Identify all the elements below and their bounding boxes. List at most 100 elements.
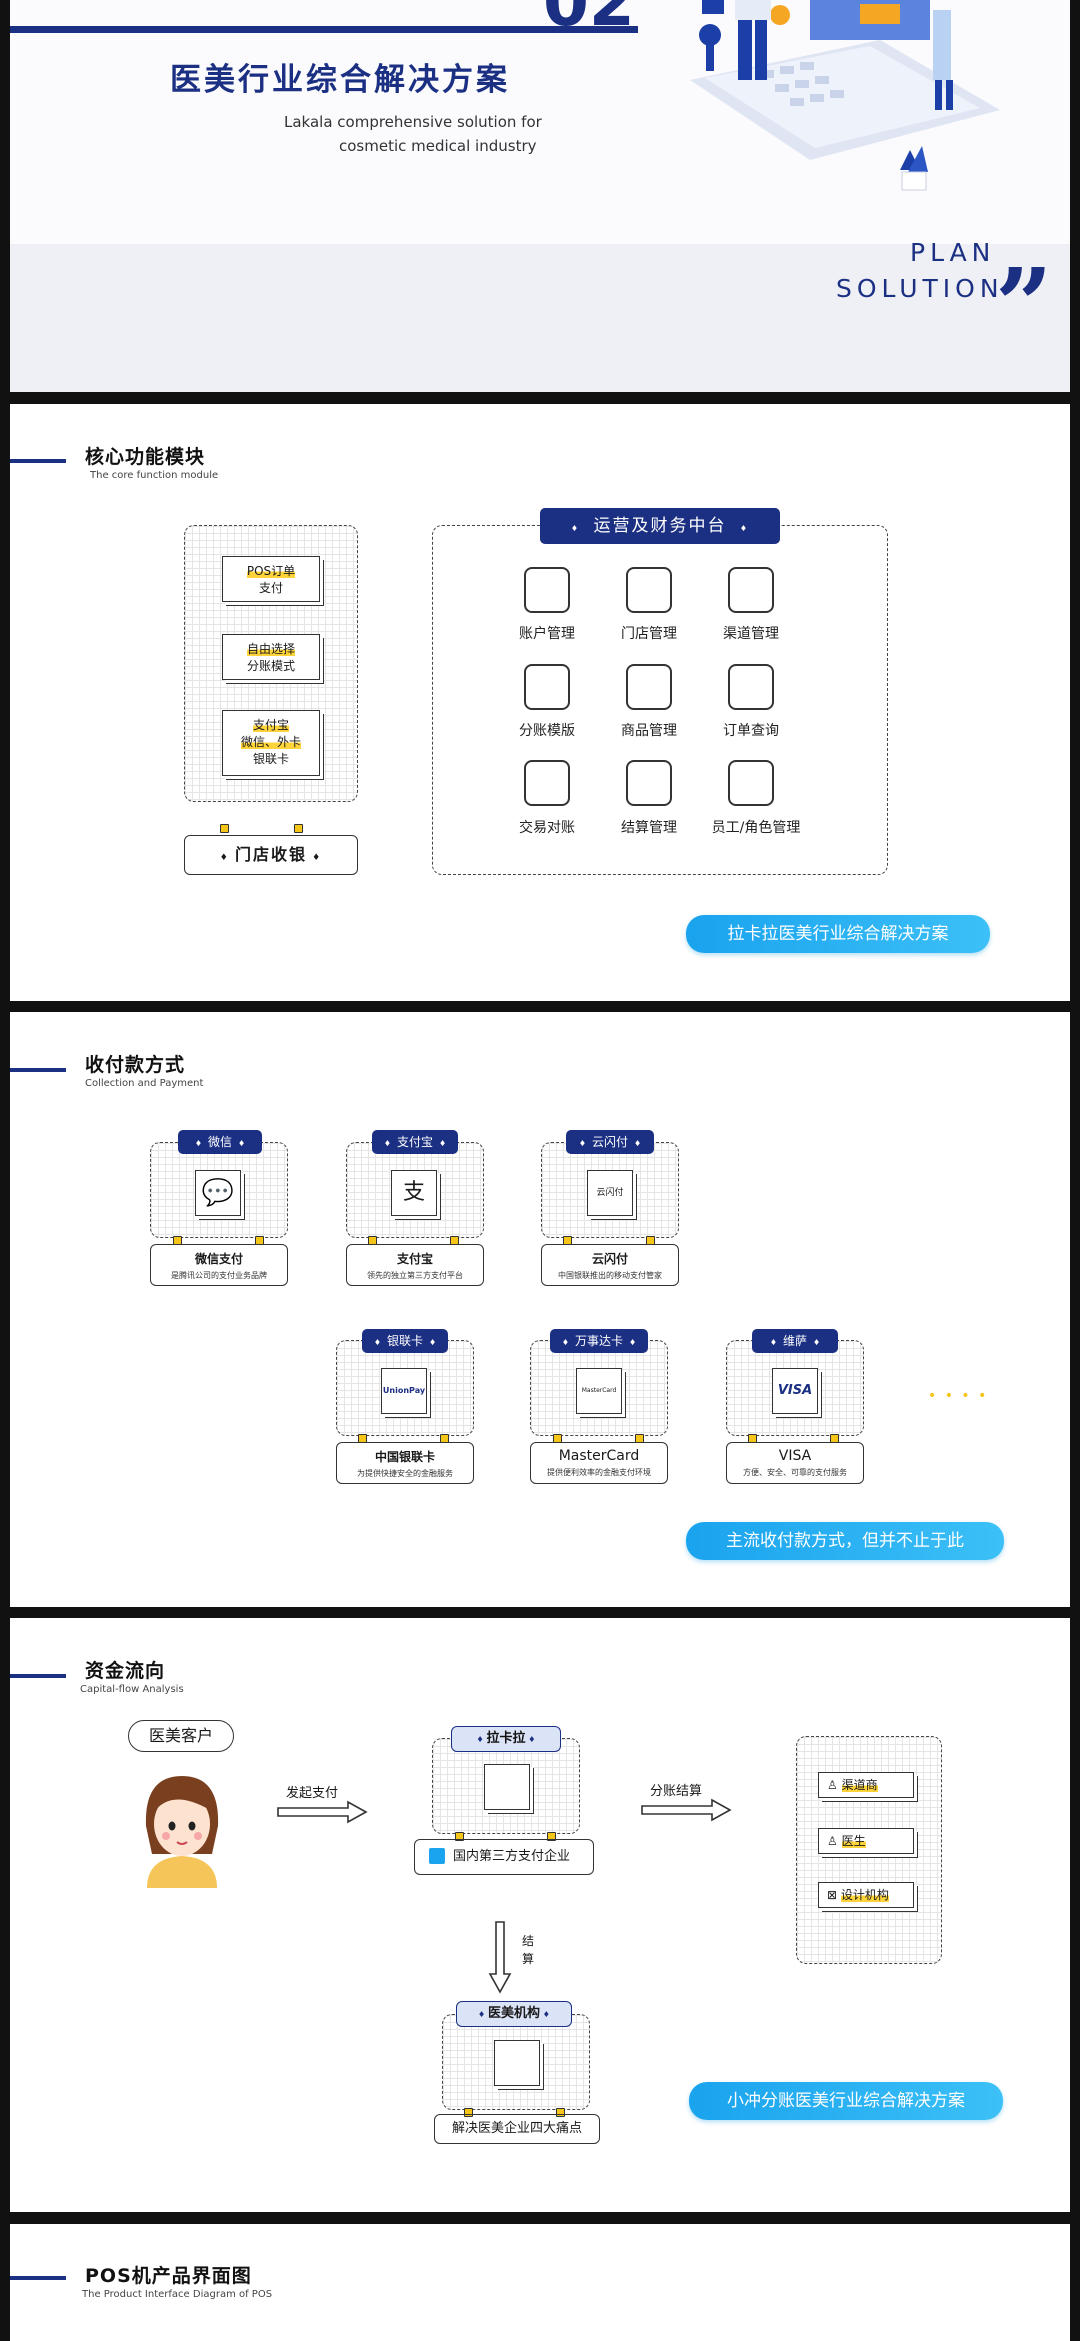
pos-panel: POS机产品界面图 The Product Interface Diagram … <box>10 2224 1070 2341</box>
connector-dot <box>294 824 303 833</box>
hero-number: 02 <box>543 0 635 41</box>
module-label: 员工/角色管理 <box>711 820 801 836</box>
connector-dot <box>220 824 229 833</box>
logo-text: VISA <box>777 1383 813 1398</box>
payment-tag: 支付宝 <box>372 1130 458 1154</box>
receiver-label: 设计机构 <box>840 1888 889 1902</box>
goods-icon <box>626 664 672 710</box>
third-party-label: 国内第三方支付企业 <box>453 1849 571 1864</box>
pain-points-label: 解决医美企业四大痛点 <box>451 2121 582 2136</box>
lakala-label: 拉卡拉 <box>486 1731 526 1746</box>
institution-tag: ♦ 医美机构 ♦ <box>456 2001 572 2027</box>
capital-subtitle: Capital-flow Analysis <box>80 1684 184 1695</box>
initiate-pay-label: 发起支付 <box>286 1786 339 1801</box>
section-marker <box>10 459 66 463</box>
connector-dot <box>455 1832 464 1841</box>
hero-title: 医美行业综合解决方案 <box>170 62 510 98</box>
payment-card <box>150 1142 288 1238</box>
module-label: 订单查询 <box>723 723 779 739</box>
store-cashier-label: 门店收银 <box>234 845 307 864</box>
third-party-box: 国内第三方支付企业 <box>414 1839 594 1875</box>
card-line: POS订单 <box>246 564 296 578</box>
user-icon: ♙ <box>827 1778 838 1792</box>
receiver-card: ♙ 渠道商 <box>818 1772 914 1798</box>
institution-label: 医美机构 <box>487 2006 540 2021</box>
payment-panel: 收付款方式 Collection and Payment 微信 💬 微信支付是腾… <box>10 1012 1070 1607</box>
alipay-icon: 支 <box>391 1170 437 1216</box>
customer-bubble: 医美客户 <box>128 1720 234 1752</box>
lakala-solution-button[interactable]: 拉卡拉医美行业综合解决方案 <box>686 915 990 953</box>
payment-desc: 提供便利效率的金融支付环境 <box>547 1468 651 1477</box>
pain-points-box: 解决医美企业四大痛点 <box>434 2114 600 2144</box>
payment-name: 支付宝 <box>396 1252 433 1266</box>
payment-subtitle: Collection and Payment <box>85 1078 204 1089</box>
logo-text: UnionPay <box>382 1386 426 1395</box>
card-line: 银联卡 <box>252 752 289 766</box>
order-query-icon <box>728 664 774 710</box>
payment-tag: 微信 <box>178 1130 262 1154</box>
core-panel: 核心功能模块 The core function module POS订单 支付… <box>10 404 1070 1001</box>
payment-tag: 云闪付 <box>566 1130 654 1154</box>
card-line: 分账模式 <box>246 659 295 673</box>
receiver-label: 医生 <box>841 1834 866 1848</box>
account-icon <box>524 567 570 613</box>
hero-subtitle-1: Lakala comprehensive solution for <box>284 113 542 131</box>
module-label: 账户管理 <box>519 626 575 642</box>
payment-desc: 领先的独立第三方支付平台 <box>367 1271 463 1280</box>
quote-icon: ” <box>995 246 1053 364</box>
logo-text: MasterCard <box>581 1387 617 1394</box>
payment-name-box: MasterCard 提供便利效率的金融支付环境 <box>530 1442 668 1484</box>
module-label: 交易对账 <box>519 820 575 836</box>
visa-logo: VISA <box>772 1368 818 1414</box>
payment-desc: 中国银联推出的移动支付管家 <box>558 1271 662 1280</box>
network-icon: ⊠ <box>827 1888 838 1902</box>
receiver-label: 渠道商 <box>841 1778 878 1792</box>
platform-tag: 运营及财务中台 <box>540 508 780 544</box>
tag-label: 云闪付 <box>591 1135 628 1149</box>
wechat-icon: 💬 <box>195 1170 241 1216</box>
settlement-icon <box>626 760 672 806</box>
capital-title: 资金流向 <box>85 1660 166 1682</box>
tag-label: 银联卡 <box>386 1334 423 1348</box>
payment-methods-button[interactable]: 主流收付款方式，但并不止于此 <box>686 1522 1004 1560</box>
arrow-down-icon <box>488 1921 512 1994</box>
payment-types-card: 支付宝 微信、外卡 银联卡 <box>222 710 320 776</box>
pos-order-card: POS订单 支付 <box>222 556 320 602</box>
module-label: 分账模版 <box>519 723 575 739</box>
staff-role-icon <box>728 760 774 806</box>
tag-label: 微信 <box>207 1135 232 1149</box>
payment-tag: 万事达卡 <box>550 1329 648 1353</box>
payment-name-box: 微信支付是腾讯公司的支付业务品牌 <box>150 1244 288 1286</box>
platform-label: 运营及财务中台 <box>593 516 727 536</box>
split-template-icon <box>524 664 570 710</box>
solution-label: SOLUTION <box>836 274 1004 303</box>
payment-name-box: 云闪付中国银联推出的移动支付管家 <box>541 1244 679 1286</box>
pos-title: POS机产品界面图 <box>85 2265 252 2287</box>
connector-dot <box>464 2108 473 2117</box>
unionpay-logo: UnionPay <box>381 1368 427 1414</box>
plan-label: PLAN <box>910 238 996 267</box>
payment-tag: 银联卡 <box>362 1329 448 1353</box>
customer-avatar <box>145 1776 219 1888</box>
building-icon <box>484 1764 530 1810</box>
connector-dot <box>556 2108 565 2117</box>
lakala-logo-icon <box>429 1848 445 1864</box>
split-solution-button[interactable]: 小冲分账医美行业综合解决方案 <box>689 2082 1003 2120</box>
pos-subtitle: The Product Interface Diagram of POS <box>82 2289 273 2300</box>
card-line: 微信、外卡 <box>240 735 301 749</box>
payment-name: 微信支付 <box>194 1252 243 1266</box>
tag-label: 维萨 <box>782 1334 807 1348</box>
reconcile-icon <box>524 760 570 806</box>
connector-dot <box>547 1832 556 1841</box>
payment-name-box: 支付宝领先的独立第三方支付平台 <box>346 1244 484 1286</box>
payment-name: VISA <box>778 1448 812 1464</box>
laptop-illustration <box>690 0 1000 191</box>
logo-text: 云闪付 <box>596 1188 624 1198</box>
payment-name: MasterCard <box>558 1448 640 1464</box>
module-label: 结算管理 <box>621 820 677 836</box>
settle-label-1: 结 <box>522 1934 535 1948</box>
payment-name: 云闪付 <box>591 1252 628 1266</box>
arrow-right-icon <box>277 1800 368 1824</box>
tag-label: 万事达卡 <box>574 1334 623 1348</box>
